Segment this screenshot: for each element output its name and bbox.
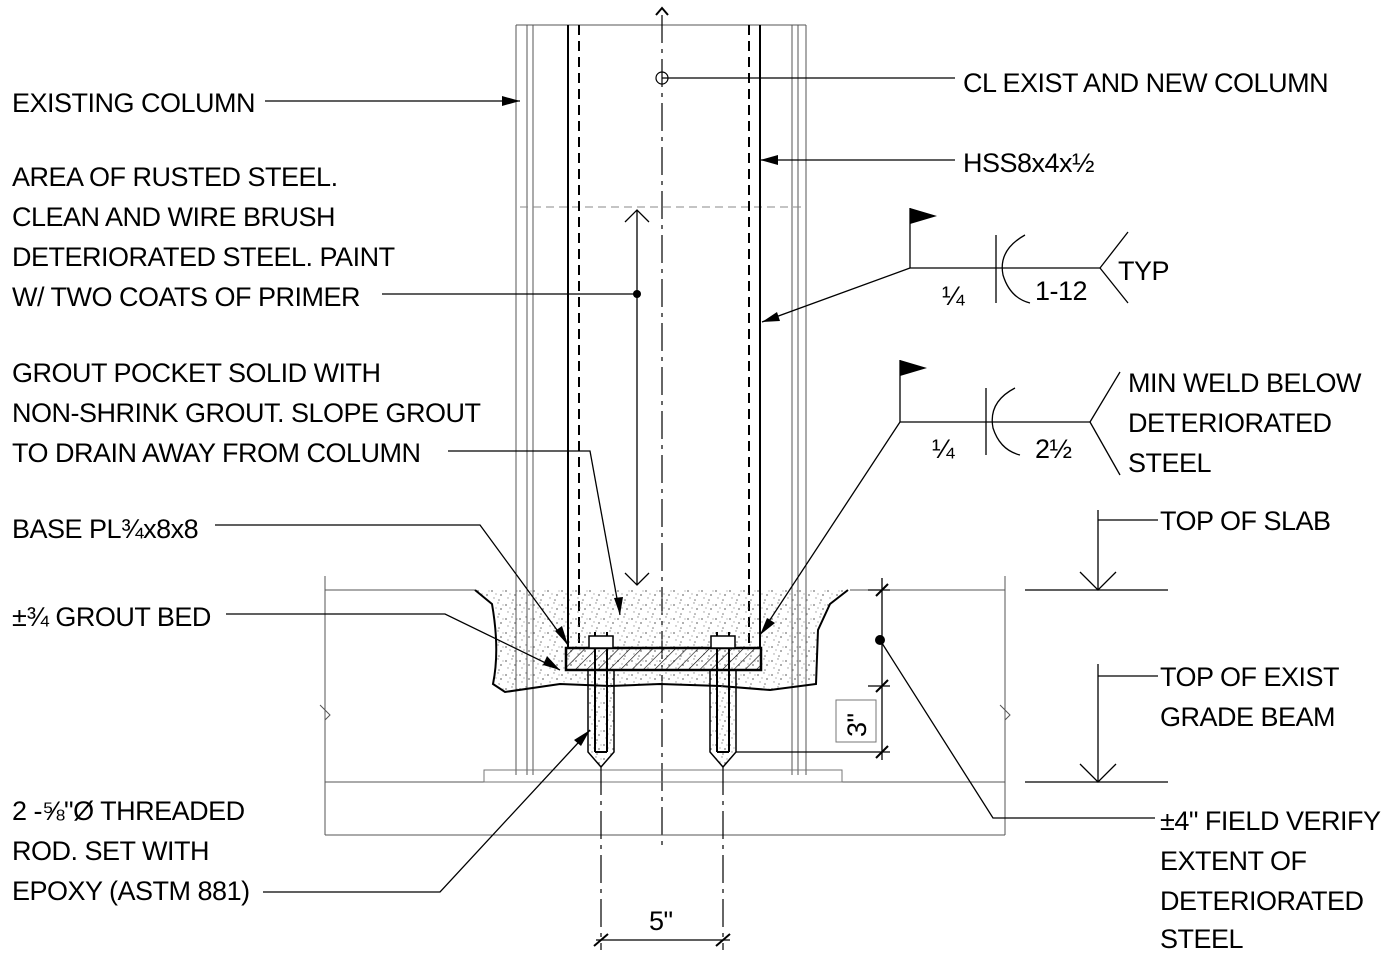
top-of-slab-marker (1025, 510, 1168, 591)
label-rod-3: EPOXY (ASTM 881) (12, 876, 250, 906)
label-rod-2: ROD. SET WITH (12, 836, 209, 866)
base-plate (564, 646, 763, 672)
label-rust-4: W/ TWO COATS OF PRIMER (12, 282, 360, 312)
label-top-beam-1: TOP OF EXIST (1160, 662, 1339, 692)
dimension-3in: 3" (736, 578, 890, 760)
top-of-grade-beam-marker (1025, 664, 1168, 783)
weld-symbol-typ: ¼ 1-12 TYP (909, 208, 1170, 311)
dim-5in-text: 5" (649, 906, 673, 936)
label-min-weld-1: MIN WELD BELOW (1128, 368, 1362, 398)
label-min-weld-2: DETERIORATED (1128, 408, 1332, 438)
weld1-length: 1-12 (1035, 276, 1087, 306)
label-min-weld-3: STEEL (1128, 448, 1212, 478)
dimension-5in: 5" (593, 906, 731, 947)
label-cl-column: CL EXIST AND NEW COLUMN (963, 68, 1328, 98)
label-hss: HSS8x4x½ (963, 148, 1094, 178)
label-top-slab: TOP OF SLAB (1160, 506, 1331, 536)
label-base-plate: BASE PL¾x8x8 (12, 514, 198, 544)
label-field-1: ±4" FIELD VERIFY (1160, 806, 1381, 836)
hss-column (567, 25, 761, 648)
rust-extent-arrow (624, 209, 650, 586)
label-field-3: DETERIORATED (1160, 886, 1364, 916)
right-leaders (759, 155, 1155, 819)
left-leaders (215, 96, 637, 893)
weld2-size: ¼ (932, 434, 955, 464)
label-rust-1: AREA OF RUSTED STEEL. (12, 162, 338, 192)
label-grout-3: TO DRAIN AWAY FROM COLUMN (12, 438, 421, 468)
label-rust-2: CLEAN AND WIRE BRUSH (12, 202, 335, 232)
label-top-beam-2: GRADE BEAM (1160, 702, 1335, 732)
anchor-rods (587, 632, 737, 769)
weld1-size: ¼ (942, 281, 965, 311)
grout-pocket (475, 590, 850, 692)
label-grout-bed: ±¾ GROUT BED (12, 602, 211, 632)
label-rust-3: DETERIORATED STEEL. PAINT (12, 242, 395, 272)
slab-outline (319, 576, 1011, 836)
label-field-4: STEEL (1160, 924, 1244, 953)
dim-3in-text: 3" (842, 713, 872, 737)
label-existing-column: EXISTING COLUMN (12, 88, 255, 118)
label-grout-2: NON-SHRINK GROUT. SLOPE GROUT (12, 398, 481, 428)
label-grout-1: GROUT POCKET SOLID WITH (12, 358, 381, 388)
weld-symbol-min: ¼ 2½ (899, 360, 1121, 476)
weld2-length: 2½ (1035, 434, 1072, 464)
weld1-note: TYP (1118, 256, 1169, 286)
label-field-2: EXTENT OF (1160, 846, 1307, 876)
label-rod-1: 2 -⅝"Ø THREADED (12, 796, 245, 826)
